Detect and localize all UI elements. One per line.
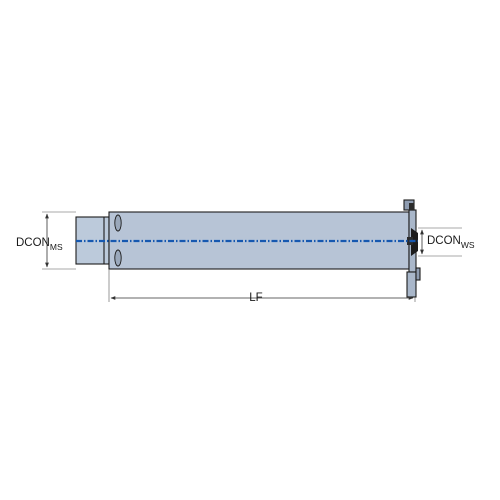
lf-label: LF — [249, 292, 262, 304]
dcon-ws-dimension: DCONWS — [418, 227, 475, 257]
dcon-ms-dimension: DCONMS — [16, 211, 76, 270]
dcon-ws-label: DCONWS — [427, 235, 475, 250]
lf-dimension: LF — [108, 269, 416, 304]
coolant-slot-upper — [114, 214, 122, 232]
coolant-slot-lower — [114, 249, 122, 267]
dcon-ms-label: DCONMS — [16, 237, 63, 252]
